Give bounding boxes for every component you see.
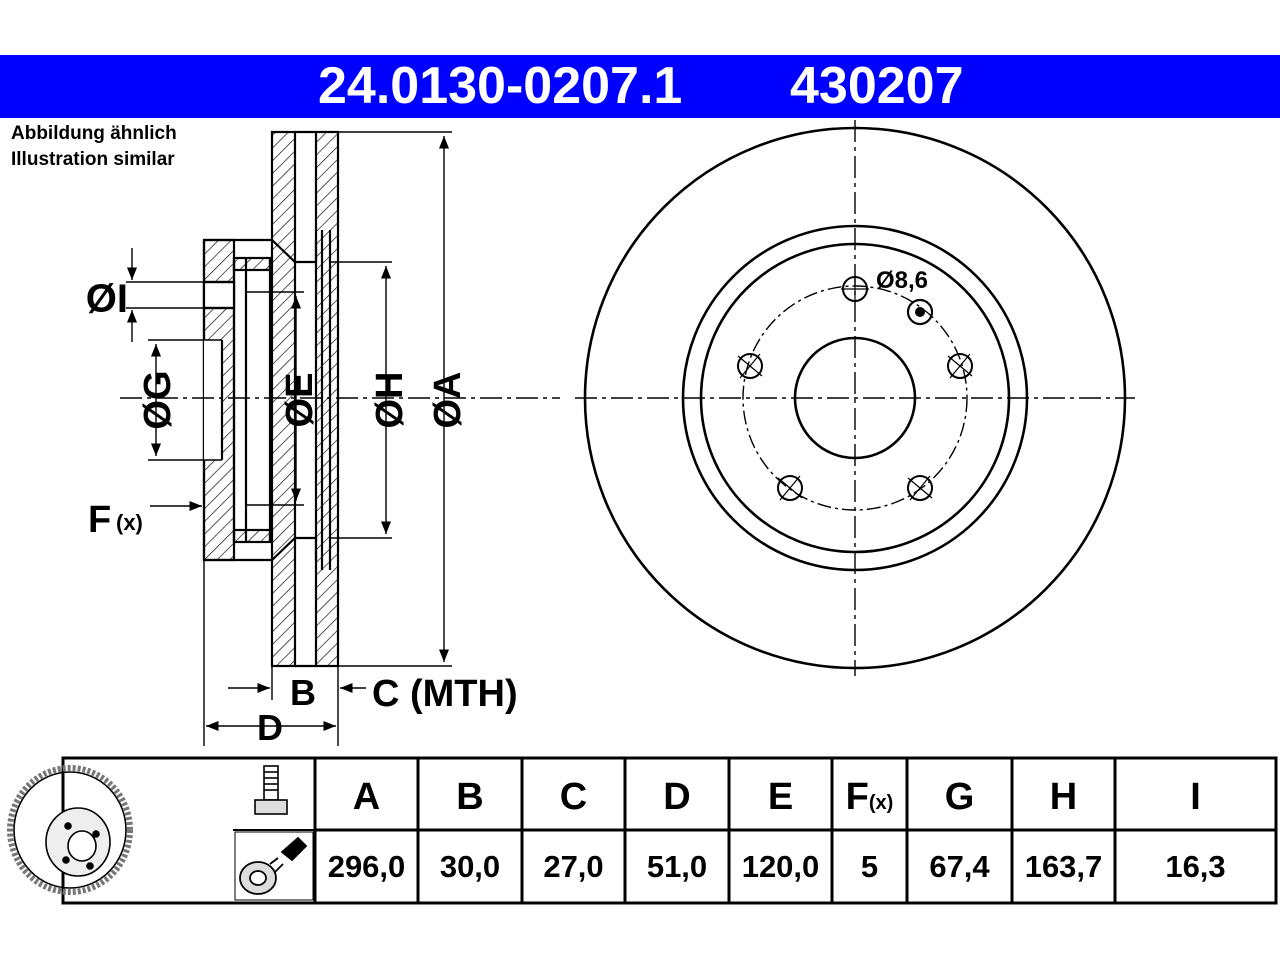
label-C-MTH: C (MTH) — [372, 673, 518, 715]
bolt-icon — [254, 765, 288, 815]
cleaning-spray-icon — [234, 831, 314, 901]
reference-number: 430207 — [790, 57, 964, 115]
table-value-D: 51,0 — [646, 849, 708, 884]
table-header-H: H — [1049, 776, 1078, 818]
label-F-sub: (x) — [116, 510, 143, 535]
table-header-I: I — [1190, 776, 1201, 818]
label-dia-I: ØI — [86, 277, 128, 321]
header-banner: 24.0130-0207.1 430207 — [0, 55, 1280, 118]
dimension-lines-side — [126, 131, 452, 746]
label-dia-G: ØG — [137, 370, 179, 429]
table-header-F: F(x) — [832, 760, 907, 830]
label-hole-dia: Ø8,6 — [876, 267, 928, 294]
table-header-F-sub: (x) — [868, 792, 894, 814]
table-value-I: 16,3 — [1165, 849, 1226, 884]
label-D: D — [257, 707, 283, 748]
disc-thumbnail-icon — [7, 765, 133, 895]
table-header-D: D — [663, 776, 691, 818]
table-value-H: 163,7 — [1024, 849, 1103, 884]
table-value-F: 5 — [860, 849, 879, 884]
table-header-A: A — [352, 776, 381, 818]
table-header-E: E — [767, 776, 794, 818]
label-dia-E: ØE — [279, 373, 321, 428]
disc-cross-section — [202, 130, 340, 668]
table-value-C: 27,0 — [543, 849, 604, 884]
table-value-G: 67,4 — [929, 849, 990, 884]
bolt-hole-crosses — [737, 275, 973, 501]
table-value-A: 296,0 — [327, 849, 406, 884]
table-header-C: C — [559, 776, 588, 818]
illustration-note-de: Abbildung ähnlich — [11, 123, 177, 144]
label-dia-H: ØH — [369, 372, 411, 429]
table-value-E: 120,0 — [741, 849, 820, 884]
threaded-hole — [906, 298, 934, 326]
part-number: 24.0130-0207.1 — [318, 57, 683, 115]
illustration-note-en: Illustration similar — [11, 149, 175, 170]
label-dia-A: ØA — [427, 372, 469, 429]
table-header-G: G — [944, 776, 975, 818]
table-header-F-letter: F — [845, 776, 869, 818]
table-value-B: 30,0 — [439, 849, 501, 884]
label-B: B — [290, 672, 316, 713]
label-F: F — [88, 499, 111, 541]
table-header-B: B — [456, 776, 484, 818]
